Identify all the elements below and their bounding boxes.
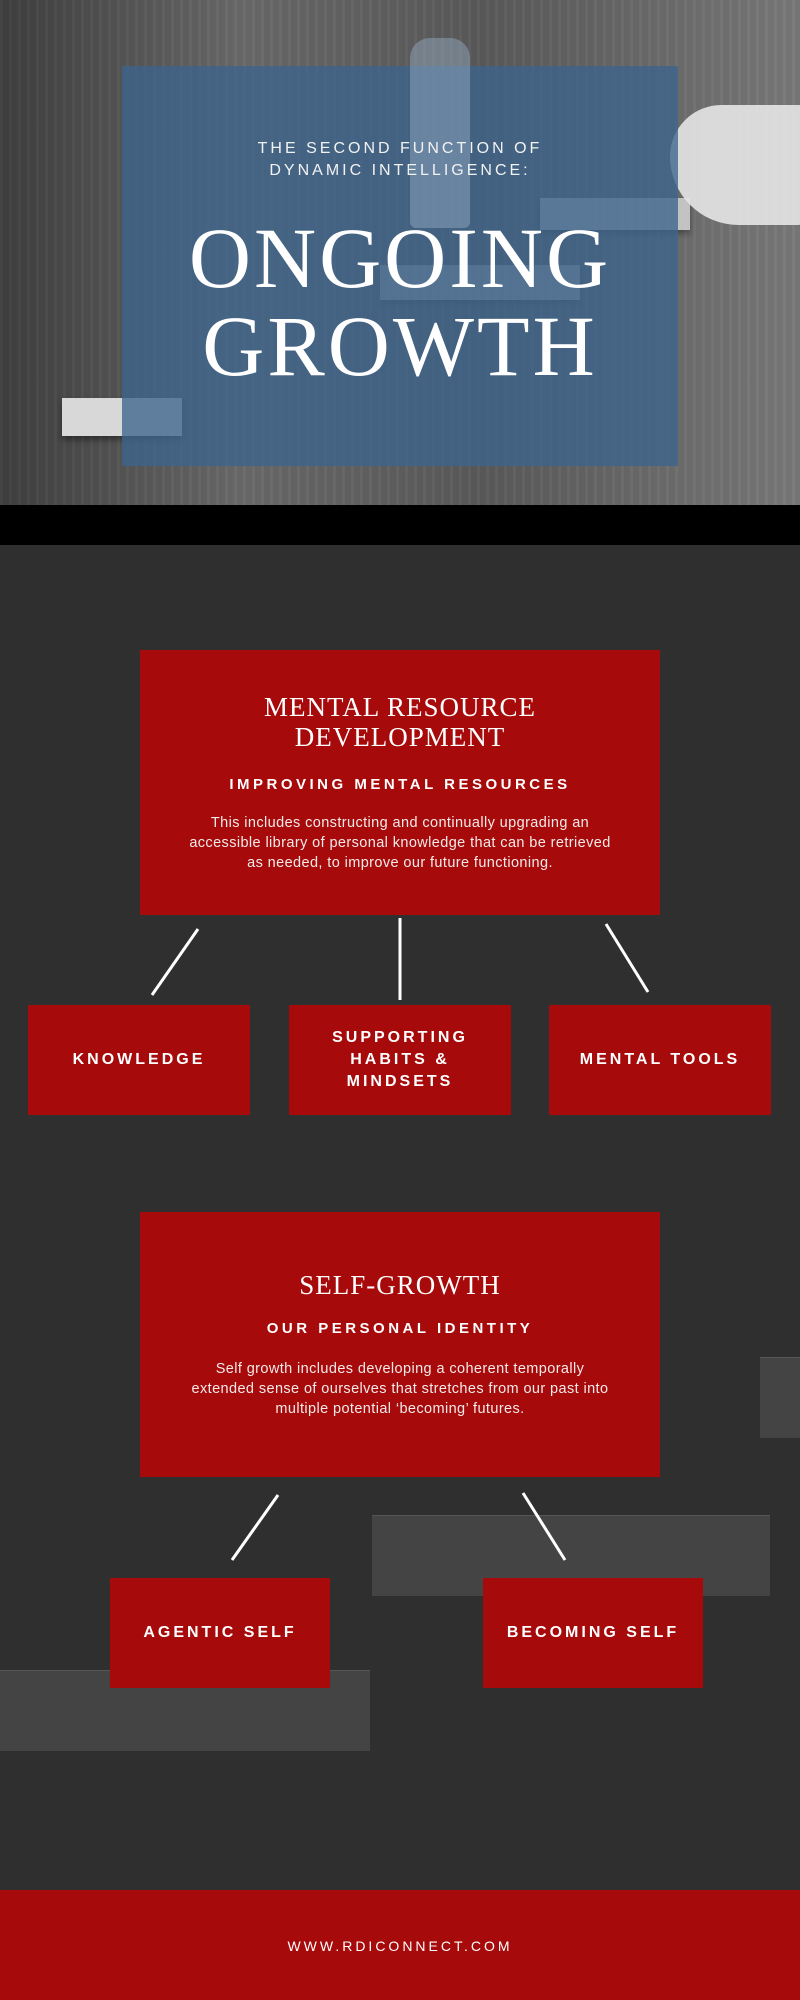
footer: WWW.RDICONNECT.COM [0,1890,800,2000]
divider-band [0,505,800,545]
knowledge-box: KNOWLEDGE [28,1005,250,1115]
becoming-self-box: BECOMING SELF [483,1578,703,1688]
mental-resource-box: MENTAL RESOURCE DEVELOPMENT IMPROVING ME… [140,650,660,915]
hero-title-panel: THE SECOND FUNCTION OF DYNAMIC INTELLIGE… [122,38,678,466]
section-subtitle: OUR PERSONAL IDENTITY [266,1320,534,1337]
hand-image [670,105,800,225]
section-subtitle: IMPROVING MENTAL RESOURCES [229,776,571,793]
footer-url[interactable]: WWW.RDICONNECT.COM [287,1938,513,1954]
agentic-self-box: AGENTIC SELF [110,1578,330,1688]
hero-banner: THE SECOND FUNCTION OF DYNAMIC INTELLIGE… [0,0,800,505]
self-growth-box: SELF-GROWTH OUR PERSONAL IDENTITY Self g… [140,1212,660,1477]
section-body: This includes constructing and continual… [189,815,611,871]
hero-subtitle: THE SECOND FUNCTION OF DYNAMIC INTELLIGE… [257,140,543,179]
page-title: ONGOING GROWTH [188,210,612,394]
supporting-habits-box: SUPPORTING HABITS & MINDSETS [289,1005,511,1115]
mental-tools-box: MENTAL TOOLS [549,1005,771,1115]
section-title: MENTAL RESOURCE DEVELOPMENT [263,692,537,752]
section-title: SELF-GROWTH [299,1270,501,1300]
plank-image [760,1357,800,1438]
walking-figure-image [410,38,470,228]
section-body: Self growth includes developing a cohere… [191,1361,609,1417]
